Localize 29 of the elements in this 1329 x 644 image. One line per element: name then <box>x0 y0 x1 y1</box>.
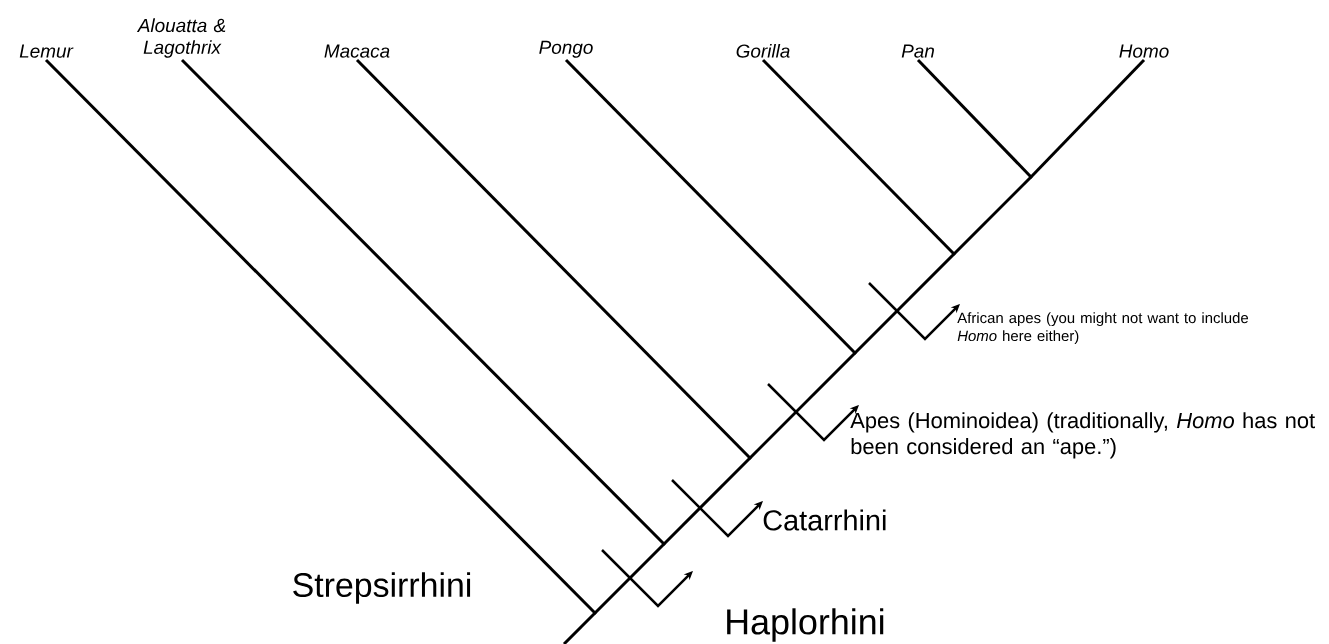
taxon-label: Homo <box>1119 44 1169 58</box>
clade-label: Haplorhini <box>727 608 884 642</box>
branch-line <box>355 58 752 460</box>
branch-line <box>853 252 956 355</box>
branch-line <box>562 611 597 644</box>
clade-label: Apes (Hominoidea) (traditionally, Homo has not been considered an “ape.”) <box>850 412 1315 459</box>
branch-line <box>564 58 857 355</box>
taxon-label: Pan <box>901 44 934 58</box>
branch-line <box>44 58 597 615</box>
group-label: Strepsirrhini <box>293 572 471 604</box>
taxon-label: Lemur <box>19 44 74 58</box>
branch-line <box>180 58 666 546</box>
branch-line <box>593 542 666 615</box>
branch-line <box>1029 58 1146 179</box>
taxon-label: Alouatta & Lagothrix <box>136 18 226 58</box>
branch-line <box>761 58 956 256</box>
clade-arrow <box>671 479 763 538</box>
clade-arrow <box>767 383 859 442</box>
branch-line <box>662 456 752 546</box>
clade-label: Catarrhini <box>763 509 886 531</box>
branch-line <box>916 58 1033 179</box>
clade-label: African apes (you might not want to include Homo here either) <box>957 312 1249 345</box>
branch-line <box>748 351 857 460</box>
clade-arrow <box>868 282 960 341</box>
taxon-label: Gorilla <box>736 43 790 58</box>
taxon-label: Pongo <box>539 40 593 58</box>
branch-line <box>952 175 1033 256</box>
taxon-label: Macaca <box>324 44 390 58</box>
clade-arrow <box>601 549 693 608</box>
